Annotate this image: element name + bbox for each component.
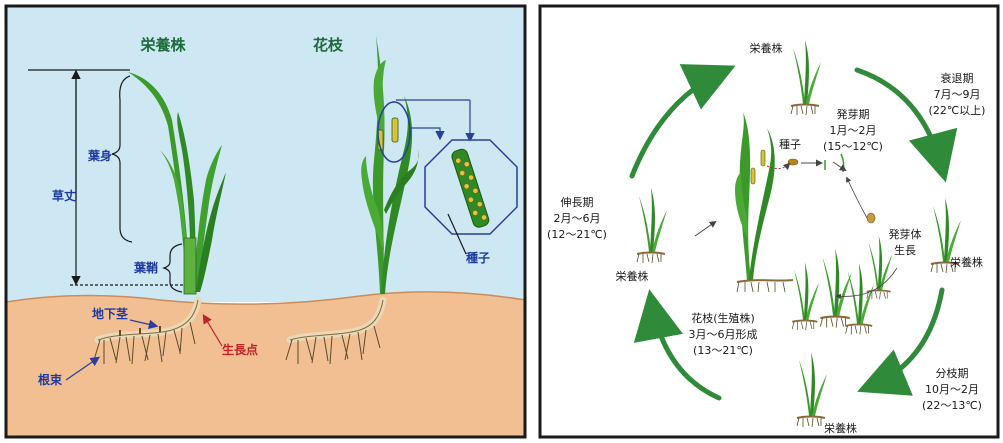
growth-point-label: 生長点 [222,342,258,357]
svg-text:発芽期: 発芽期 [837,107,870,121]
svg-text:衰退期: 衰退期 [941,71,974,85]
svg-text:(22℃以上): (22℃以上) [929,104,986,117]
roots-label: 根束 [38,372,63,387]
svg-text:発芽体: 発芽体 [889,227,922,241]
rhizome-label: 地下茎 [92,306,128,321]
svg-text:1月～2月: 1月～2月 [830,124,877,137]
seed-label-right: 種子 [779,137,801,151]
svg-text:7月～9月: 7月～9月 [934,88,981,101]
svg-text:花枝(生殖株): 花枝(生殖株) [691,311,755,325]
leaf-blade-label: 葉身 [87,148,112,163]
soil-background [6,292,525,437]
plant-height-label: 草丈 [52,188,76,203]
veg-left-label: 栄養株 [616,269,649,283]
svg-text:生長: 生長 [894,243,916,257]
svg-text:(13～21℃): (13～21℃) [693,344,753,357]
veg-right-label: 栄養株 [950,255,983,269]
flowering-title: 花枝 [313,36,344,54]
flowering-phase-label: 花枝(生殖株) 3月～6月形成 (13～21℃) [689,311,758,357]
vegetative-title: 栄養株 [139,36,186,54]
seed-dot [788,159,798,165]
seed-label: 種子 [466,250,490,265]
leaf-sheath-label: 葉鞘 [133,260,158,275]
seagrass-life-cycle-diagram: 栄養株 栄養株 栄養株 栄養株 衰退期 7月～9月 (22℃以上) 分枝期 10… [537,0,1003,443]
svg-text:伸長期: 伸長期 [561,196,594,209]
svg-text:10月～2月: 10月～2月 [925,383,979,396]
svg-text:分枝期: 分枝期 [936,366,969,380]
svg-text:3月～6月形成: 3月～6月形成 [689,328,758,341]
svg-text:2月～6月: 2月～6月 [554,212,601,225]
svg-text:(22～13℃): (22～13℃) [922,399,982,412]
veg-top-label: 栄養株 [750,41,783,55]
svg-text:(12～21℃): (12～21℃) [547,228,607,241]
seagrass-anatomy-diagram: 栄養株 花枝 草丈 葉身 葉鞘 地下茎 生長点 根束 [0,0,531,443]
veg-bottom-label: 栄養株 [824,421,857,435]
svg-text:(15～12℃): (15～12℃) [823,140,883,153]
right-frame [540,6,998,437]
